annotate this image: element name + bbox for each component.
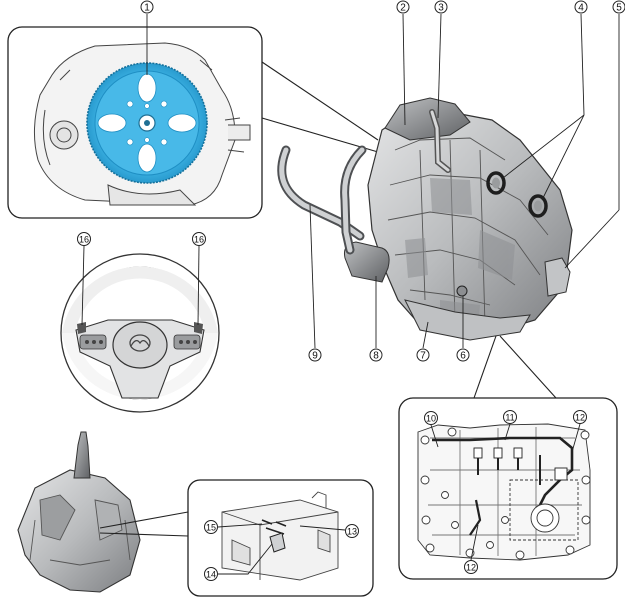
svg-text:10: 10 [426, 414, 436, 424]
valve-body-connector [473, 335, 557, 399]
svg-text:16: 16 [79, 235, 89, 245]
callout-13: 13 [345, 524, 359, 538]
shift-switch-connector [99, 511, 189, 537]
leader-lines [81, 13, 620, 575]
callout-14: 14 [204, 567, 218, 581]
svg-text:4: 4 [578, 3, 584, 14]
callout-2: 2 [396, 0, 410, 14]
svg-text:3: 3 [438, 3, 444, 14]
steering-rim-outer [60, 253, 220, 413]
shift-lever-assembly [17, 431, 141, 593]
oil-seals [486, 171, 548, 218]
paddle-shifter-left-shape [77, 322, 86, 334]
callout-10: 10 [424, 411, 438, 425]
callout-6: 6 [456, 348, 470, 362]
valve-body-bolts [420, 427, 591, 560]
mazda-logo-icon [129, 334, 151, 352]
transaxle-end-cap [544, 257, 571, 297]
svg-text:2: 2 [400, 3, 406, 14]
svg-text:15: 15 [206, 523, 216, 533]
paddle-shifter-right-shape [194, 322, 203, 334]
callout-9: 9 [308, 348, 322, 362]
valve-body-harness [432, 436, 574, 506]
steering-airbag-hub [112, 321, 168, 369]
flywheel-detail-panel [7, 26, 263, 219]
callout-12a: 12 [573, 410, 587, 424]
transaxle-oil-pan [404, 299, 531, 341]
callout-3: 3 [434, 0, 448, 14]
steering-switches-right [173, 334, 201, 350]
svg-text:13: 13 [347, 527, 357, 537]
shift-lever-details [29, 494, 131, 566]
shift-lever-base [17, 469, 141, 593]
callout-1: 1 [140, 0, 154, 14]
steering-switches-left [79, 334, 107, 350]
drain-plug-shape [456, 285, 468, 297]
svg-text:12: 12 [575, 413, 585, 423]
callout-5: 5 [612, 0, 625, 14]
transaxle-assembly [277, 97, 573, 341]
callout-7: 7 [416, 348, 430, 362]
callout-15: 15 [204, 520, 218, 534]
svg-text:9: 9 [312, 351, 318, 362]
callout-11: 11 [503, 410, 517, 424]
steering-wheel [60, 253, 220, 413]
callout-16b: 16 [192, 232, 206, 246]
svg-text:1: 1 [144, 3, 150, 14]
svg-text:14: 14 [206, 570, 216, 580]
shift-switch-knob-shape [269, 532, 286, 553]
svg-text:8: 8 [373, 351, 379, 362]
svg-text:7: 7 [420, 351, 426, 362]
svg-text:6: 6 [460, 351, 466, 362]
svg-text:5: 5 [616, 3, 622, 14]
callout-4: 4 [574, 0, 588, 14]
flywheel-bolt-holes [126, 100, 168, 146]
callout-8: 8 [369, 348, 383, 362]
flywheel-panel-connector [261, 61, 379, 153]
shift-switch-detail-panel [99, 479, 374, 597]
callout-16a: 16 [77, 232, 91, 246]
valve-body-detail-panel [398, 335, 618, 580]
svg-text:12: 12 [466, 563, 476, 573]
shift-lever-shaft [73, 431, 91, 479]
valve-body-sketch [417, 423, 591, 561]
oil-cooler-body [344, 241, 390, 283]
callout-12b: 12 [464, 560, 478, 574]
svg-text:11: 11 [505, 413, 514, 423]
transaxle-case [367, 111, 573, 336]
svg-text:16: 16 [194, 235, 204, 245]
